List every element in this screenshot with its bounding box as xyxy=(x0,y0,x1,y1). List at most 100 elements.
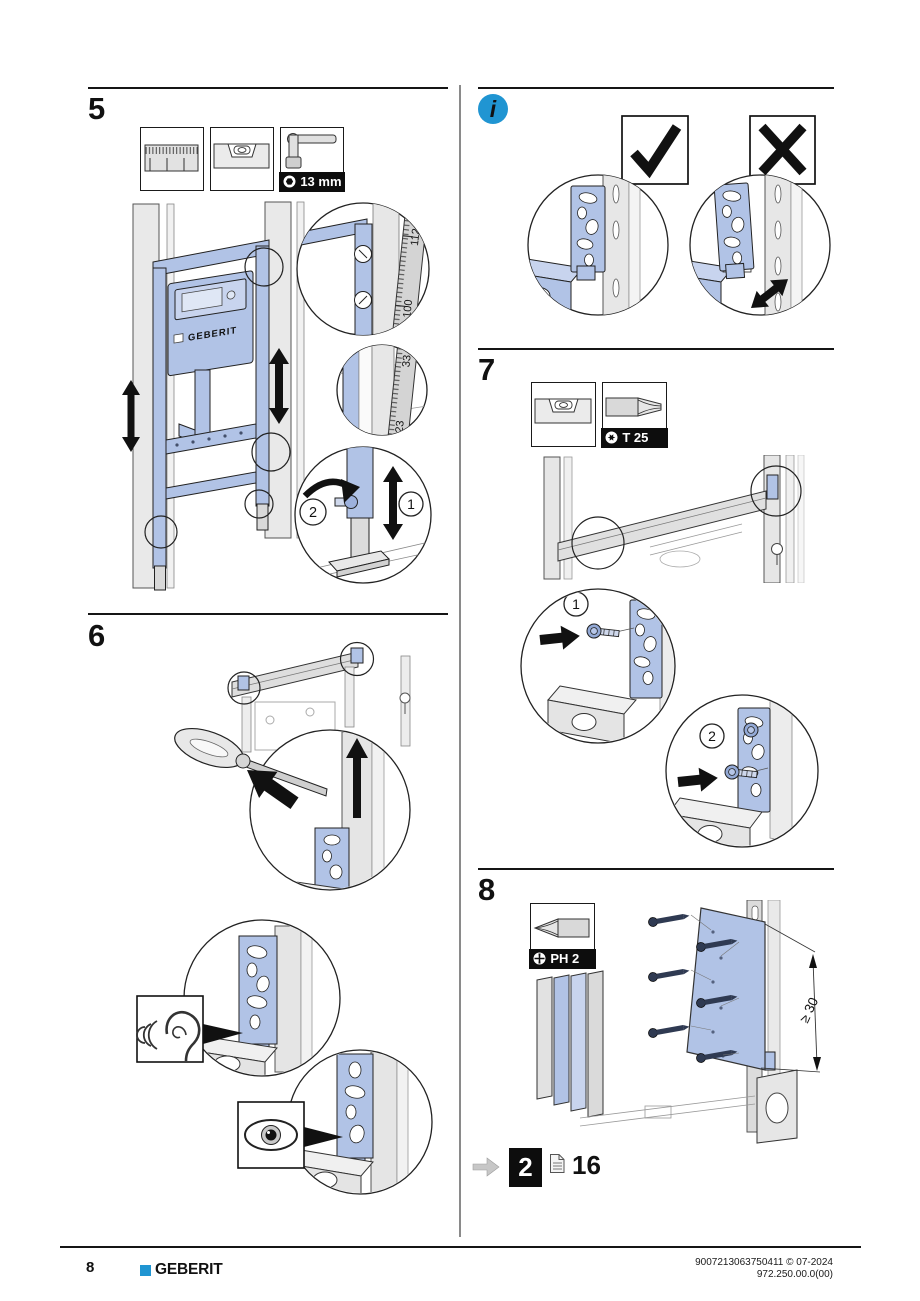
tool-torx: T 25 xyxy=(601,382,668,448)
check-icon xyxy=(630,124,682,179)
step5-number: 5 xyxy=(88,91,106,126)
gap-arrow xyxy=(751,279,789,308)
detail-click-audible xyxy=(183,919,341,1077)
slide-arrow xyxy=(383,466,403,540)
footer-rule xyxy=(60,1246,861,1248)
frame-top-view xyxy=(227,641,411,753)
next-step-number: 2 xyxy=(518,1152,533,1182)
detail-lower-scale: 33 23 xyxy=(336,344,428,436)
screw xyxy=(586,623,620,639)
cistern: GEBERIT xyxy=(167,270,254,377)
check-box xyxy=(621,115,689,185)
rule-above-step6 xyxy=(88,613,448,615)
geberit-logo-square xyxy=(140,1264,151,1276)
badge-1 xyxy=(398,491,424,517)
spirit-level-icon xyxy=(213,143,270,169)
badge-2 xyxy=(699,723,725,749)
document-ids: 9007213063750411 © 07-2024 972.250.00.0(… xyxy=(695,1257,833,1280)
article-code: 972.250.00.0(00) xyxy=(756,1268,833,1280)
badge-1-label: 1 xyxy=(407,496,415,512)
scale-value-33: 33 xyxy=(400,354,413,367)
installation-frame: GEBERIT xyxy=(152,239,270,591)
wall-bracket xyxy=(766,474,779,500)
geberit-logo-text: GEBERIT xyxy=(155,1261,223,1278)
step7-number: 7 xyxy=(478,352,496,387)
rule-above-step8 xyxy=(478,868,834,870)
footer-page-number: 8 xyxy=(86,1259,95,1276)
eye-icon xyxy=(244,1119,298,1151)
top-rail xyxy=(557,490,767,562)
rule-above-step5 xyxy=(88,87,448,89)
phillips-bit-icon xyxy=(533,918,590,938)
pointer-wedge xyxy=(203,1024,243,1044)
page-icon xyxy=(550,1154,565,1173)
tool-level-7 xyxy=(531,382,596,447)
detail-click-visual xyxy=(287,1049,433,1195)
cross-icon xyxy=(758,123,807,176)
insert-arrow xyxy=(677,767,718,792)
next-step-arrow-icon xyxy=(472,1157,500,1177)
rule-above-step7 xyxy=(478,348,834,350)
slide-up-arrow xyxy=(346,738,368,818)
ear-box xyxy=(136,995,204,1063)
geberit-logo: GEBERIT xyxy=(140,1261,223,1279)
detail-release-bracket xyxy=(249,729,411,891)
tool-socket-wrench: 13 mm xyxy=(279,127,345,192)
frame-hint xyxy=(579,1095,756,1127)
phillips-size-label: PH 2 xyxy=(529,948,596,969)
rule-above-info xyxy=(478,87,834,89)
column-divider xyxy=(459,85,461,1237)
step6-illustration xyxy=(136,641,433,1195)
frame-leg xyxy=(756,1051,798,1144)
badge-2-label: 2 xyxy=(708,728,716,744)
torx-size: T 25 xyxy=(622,430,649,446)
wrench-size: 13 mm xyxy=(300,174,342,190)
protection-panels xyxy=(536,970,604,1118)
wrench-size-label: 13 mm xyxy=(279,171,345,192)
pointer-wedge xyxy=(304,1127,343,1147)
ear-icon xyxy=(136,1011,201,1062)
detail-upper-scale: 112 100 xyxy=(296,202,430,336)
screws xyxy=(648,914,740,1063)
screw xyxy=(724,764,758,780)
installed-screw xyxy=(743,722,759,738)
step7-details: 1 xyxy=(520,588,819,848)
retaining-clip xyxy=(350,647,364,664)
torx-bit-icon xyxy=(605,397,662,417)
hex-socket-icon xyxy=(283,175,296,188)
torx-star-icon xyxy=(605,431,618,444)
next-step-page-reference: 16 xyxy=(572,1150,601,1180)
info-illustration xyxy=(527,115,831,316)
tool-level-5 xyxy=(210,127,274,191)
detail-rings xyxy=(144,247,291,549)
height-adjust-arrows xyxy=(122,348,289,452)
socket-wrench-icon xyxy=(285,133,337,169)
phillips-size: PH 2 xyxy=(550,951,580,967)
info-icon: i xyxy=(478,94,508,124)
tool-ruler xyxy=(140,127,204,191)
document-id: 9007213063750411 © 07-2024 xyxy=(695,1257,833,1268)
frame-hint xyxy=(649,523,743,556)
next-step-box: 2 xyxy=(509,1148,542,1187)
scale-value-100: 100 xyxy=(401,299,415,319)
scale-value-112: 112 xyxy=(409,228,423,247)
phillips-cross-icon xyxy=(533,952,546,965)
step8-illustration: ≥ 30 xyxy=(536,900,821,1144)
info-glyph: i xyxy=(490,96,497,122)
badge-2-label: 2 xyxy=(309,505,317,521)
step5-illustration: GEBERIT xyxy=(122,201,432,591)
protection-plate xyxy=(686,907,766,1071)
detail-ring xyxy=(571,516,625,570)
retaining-clip xyxy=(237,675,250,691)
detail-screw-2: 2 xyxy=(665,694,819,848)
correct-detail xyxy=(527,174,669,316)
detail-ring xyxy=(750,465,802,517)
detail-foot-adjust: 2 1 xyxy=(294,446,432,584)
step8-number: 8 xyxy=(478,872,496,907)
press-arrow xyxy=(247,770,299,810)
badge-1-label: 1 xyxy=(572,596,580,612)
ruler-icon xyxy=(144,144,199,172)
insert-arrow xyxy=(539,625,580,650)
tool-phillips: PH 2 xyxy=(529,903,596,969)
